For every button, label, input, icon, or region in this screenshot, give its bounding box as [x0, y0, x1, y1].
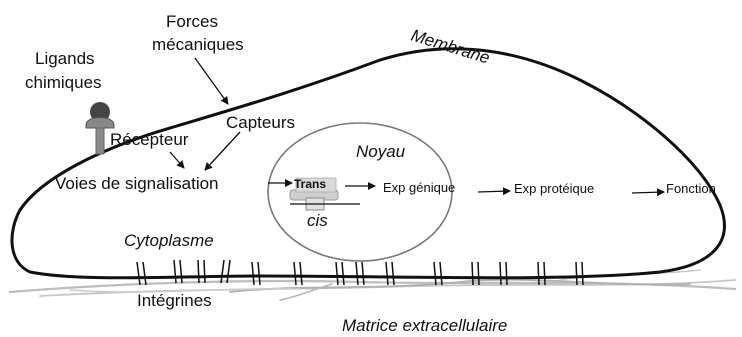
- label-capteurs: Capteurs: [226, 113, 295, 132]
- label-voies: Voies de signalisation: [55, 174, 219, 193]
- label-ligands-line1: Ligands: [35, 49, 95, 68]
- label-exp-proteique: Exp protéique: [514, 181, 594, 196]
- label-forces-line2: mécaniques: [152, 35, 244, 54]
- arrow-expgen-to-expprot: [477, 187, 511, 196]
- arrow-recepteur-to-voies: [169, 151, 185, 169]
- pathway-arrows: [169, 57, 665, 197]
- label-cytoplasme: Cytoplasme: [124, 231, 214, 250]
- dna-icon: [289, 177, 360, 211]
- label-ligands-line2: chimiques: [25, 73, 102, 92]
- label-recepteur: Récepteur: [110, 130, 189, 149]
- label-cis: cis: [307, 211, 328, 230]
- label-fonction: Fonction: [666, 181, 716, 196]
- integrins: [136, 259, 584, 286]
- label-trans: Trans: [294, 177, 326, 191]
- label-integrines: Intégrines: [137, 291, 212, 310]
- arrow-expprot-to-fonction: [631, 188, 665, 197]
- nucleus: [267, 122, 453, 262]
- receptor-icon: [85, 102, 115, 155]
- label-forces-line1: Forces: [166, 12, 218, 31]
- cell-membrane: [10, 47, 726, 280]
- label-noyau: Noyau: [356, 142, 406, 161]
- label-membrane: Membrane: [409, 26, 492, 68]
- arrow-forces-to-membrane: [194, 57, 229, 105]
- arrow-capteurs-to-voies: [204, 131, 241, 171]
- label-exp-genique: Exp génique: [383, 180, 455, 195]
- label-matrice: Matrice extracellulaire: [342, 316, 507, 335]
